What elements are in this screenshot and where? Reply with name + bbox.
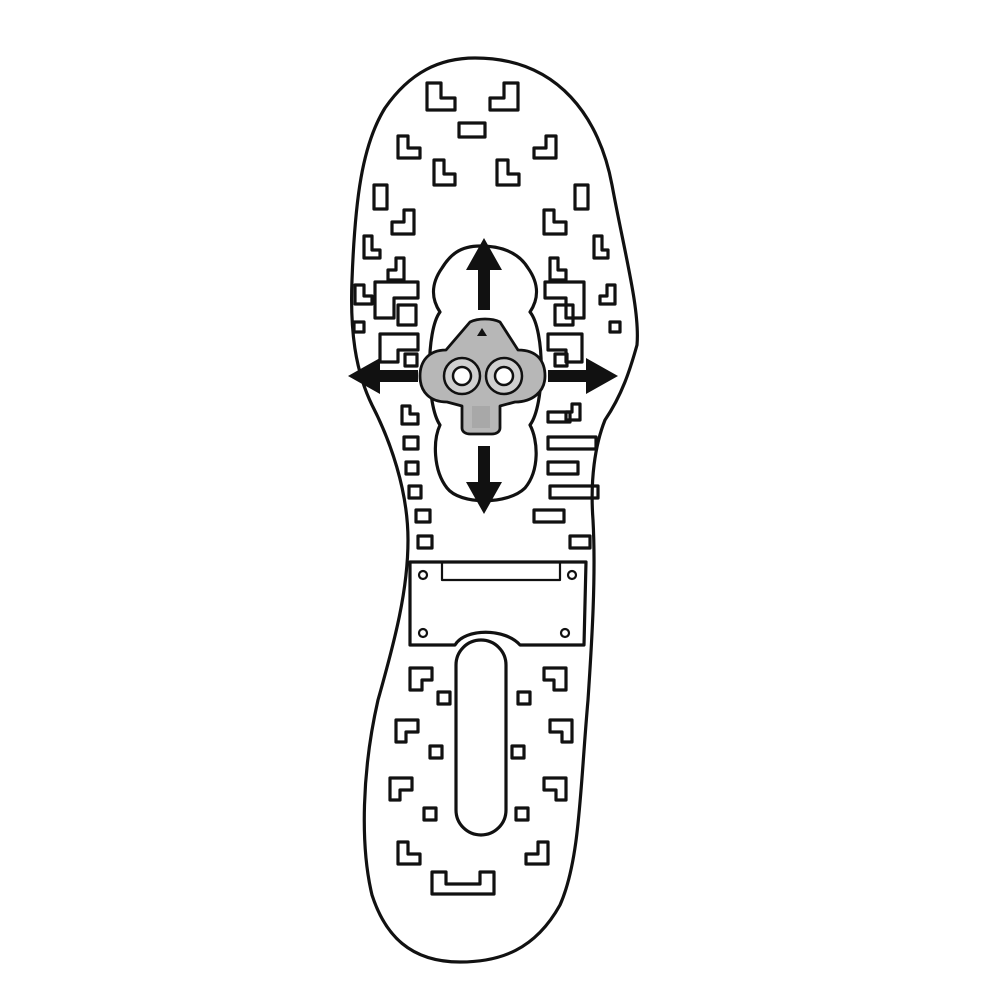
heel-tread xyxy=(388,666,574,896)
cleat-body xyxy=(418,317,547,436)
cleat-bolt-right xyxy=(493,365,515,387)
cleat-bolt-left xyxy=(451,365,473,387)
cleat xyxy=(418,317,547,436)
cleat-front-marker xyxy=(477,328,487,336)
arrow-right-icon xyxy=(548,358,618,394)
heel-plate xyxy=(408,560,588,647)
midfoot-tread xyxy=(400,402,600,550)
arrow-down-icon xyxy=(466,446,502,514)
forefoot-tread xyxy=(352,81,622,368)
arrow-left-icon xyxy=(348,358,418,394)
arrow-up-icon xyxy=(466,238,502,310)
sole-outline xyxy=(350,56,639,964)
heel-slot xyxy=(454,638,508,837)
